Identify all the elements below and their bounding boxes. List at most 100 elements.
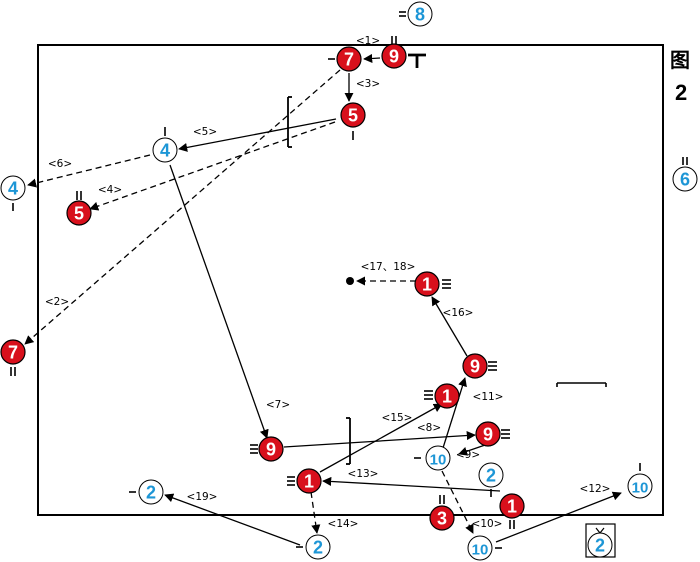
player-number: 1 bbox=[507, 497, 517, 517]
player-number: 1 bbox=[422, 275, 432, 295]
player-red-r9-top: 9 bbox=[381, 43, 407, 69]
step-label: <7> bbox=[266, 399, 290, 411]
player-number: 9 bbox=[389, 47, 399, 67]
step-label: <5> bbox=[193, 126, 217, 138]
pass-line bbox=[363, 53, 381, 64]
player-number: 7 bbox=[344, 50, 354, 70]
step-label: <14> bbox=[328, 518, 359, 530]
step-label: <19> bbox=[187, 491, 218, 503]
step-label: <12> bbox=[580, 483, 611, 495]
pass-line bbox=[458, 443, 489, 456]
player-number: 2 bbox=[595, 536, 605, 556]
figure-number: 2 bbox=[675, 80, 688, 105]
player-number: 4 bbox=[160, 141, 170, 161]
player-marker bbox=[66, 200, 92, 226]
player-marker bbox=[478, 462, 504, 488]
step-label: <15> bbox=[382, 412, 413, 424]
player-marker bbox=[587, 532, 613, 558]
run-line bbox=[310, 491, 321, 534]
step-label: <10> bbox=[472, 518, 503, 530]
player-marker bbox=[336, 46, 362, 72]
ball-icon bbox=[346, 277, 354, 285]
run-line bbox=[441, 470, 474, 534]
step-label: <2> bbox=[45, 296, 69, 308]
pass-line bbox=[431, 296, 468, 357]
player-marker bbox=[407, 1, 433, 27]
player-marker bbox=[258, 436, 284, 462]
player-red-r9-right-low: 9 bbox=[475, 421, 501, 447]
player-number: 4 bbox=[8, 179, 18, 199]
player-red-r1-low: 1 bbox=[296, 468, 322, 494]
player-number: 9 bbox=[470, 357, 480, 377]
player-marker bbox=[340, 102, 366, 128]
player-marker bbox=[414, 271, 440, 297]
pass-line bbox=[322, 476, 501, 492]
step-label: <11> bbox=[473, 391, 504, 403]
pass-line bbox=[442, 377, 467, 449]
player-marker bbox=[381, 43, 407, 69]
player-blue-b2-box: 2 bbox=[587, 532, 613, 558]
step-label: <6> bbox=[48, 158, 72, 170]
player-blue-b2-bot: 2 bbox=[305, 534, 331, 560]
player-marker bbox=[467, 535, 493, 561]
player-number: 5 bbox=[348, 106, 358, 126]
player-number: 8 bbox=[415, 5, 425, 25]
step-label: <17、18> bbox=[361, 261, 416, 273]
player-number: 3 bbox=[437, 509, 447, 529]
player-marker bbox=[138, 479, 164, 505]
player-number: 9 bbox=[483, 425, 493, 445]
player-marker bbox=[429, 505, 455, 531]
player-blue-b10-mid: 10 bbox=[425, 445, 451, 471]
player-marker bbox=[152, 137, 178, 163]
player-red-r5-right: 5 bbox=[340, 102, 366, 128]
player-number: 10 bbox=[472, 542, 489, 559]
player-number: 2 bbox=[146, 483, 156, 503]
run-line bbox=[27, 154, 151, 188]
pass-line bbox=[319, 403, 443, 473]
player-red-r1-br: 1 bbox=[499, 493, 525, 519]
player-marker bbox=[499, 493, 525, 519]
pass-line bbox=[283, 430, 476, 448]
step-label: <4> bbox=[98, 184, 122, 196]
player-number: 9 bbox=[266, 440, 276, 460]
player-number: 2 bbox=[313, 538, 323, 558]
figure-char: 图 bbox=[670, 48, 690, 72]
player-red-r7-left: 7 bbox=[0, 339, 26, 365]
player-number: 6 bbox=[680, 170, 690, 190]
player-blue-b4-mid: 4 bbox=[152, 137, 178, 163]
player-blue-b6-right: 6 bbox=[672, 166, 698, 192]
player-red-r1-mid: 1 bbox=[414, 271, 440, 297]
player-blue-b8-top: 8 bbox=[407, 1, 433, 27]
t-mark bbox=[408, 53, 426, 68]
player-number: 10 bbox=[430, 452, 447, 469]
player-marker bbox=[627, 473, 653, 499]
field-boundary bbox=[37, 44, 664, 516]
player-number: 1 bbox=[442, 387, 452, 407]
pass-line bbox=[164, 493, 301, 546]
player-blue-b10-bot: 10 bbox=[467, 535, 493, 561]
player-marker bbox=[434, 383, 460, 409]
player-marker bbox=[305, 534, 331, 560]
player-marker bbox=[475, 421, 501, 447]
player-number: 10 bbox=[632, 480, 649, 497]
step-label: <13> bbox=[348, 468, 379, 480]
player-marker bbox=[672, 166, 698, 192]
player-red-r7-top: 7 bbox=[336, 46, 362, 72]
player-red-r9-left-low: 9 bbox=[258, 436, 284, 462]
player-marker bbox=[0, 175, 26, 201]
player-blue-b2-left: 2 bbox=[138, 479, 164, 505]
player-red-r1-small: 1 bbox=[434, 383, 460, 409]
player-marker bbox=[425, 445, 451, 471]
step-label: <1> bbox=[356, 35, 380, 47]
player-red-r9-right-up: 9 bbox=[462, 353, 488, 379]
step-label: <8> bbox=[417, 422, 441, 434]
player-red-r5-left: 5 bbox=[66, 200, 92, 226]
player-marker bbox=[0, 339, 26, 365]
player-marker bbox=[462, 353, 488, 379]
step-label: <3> bbox=[356, 78, 380, 90]
player-marker bbox=[296, 468, 322, 494]
step-label: <16> bbox=[443, 307, 474, 319]
pass-line bbox=[169, 164, 269, 439]
player-number: 5 bbox=[74, 204, 84, 224]
